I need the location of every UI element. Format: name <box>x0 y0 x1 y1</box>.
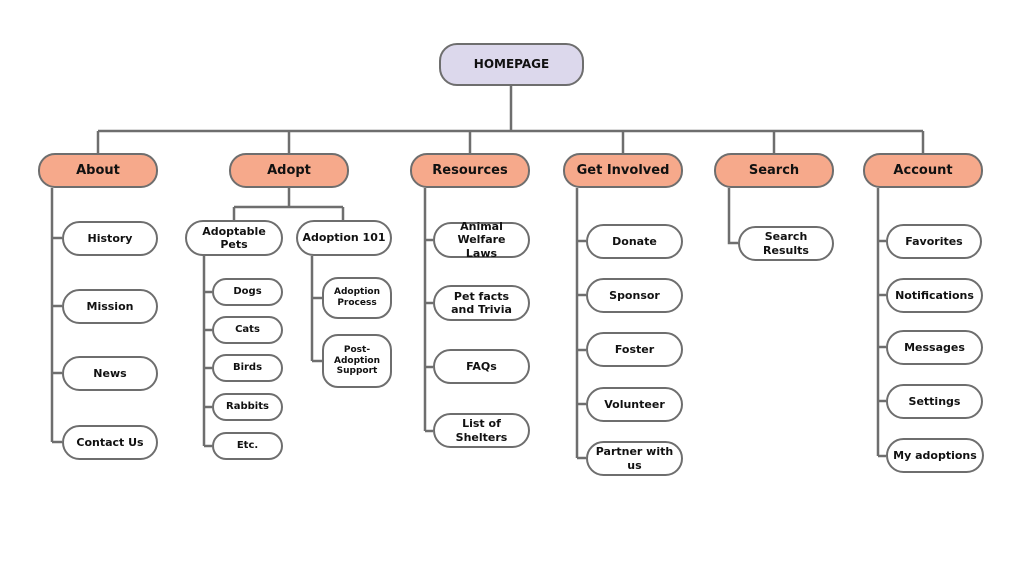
search-node: Search <box>714 153 834 188</box>
resources-item-list-of-shelters: List of Shelters <box>433 413 530 448</box>
homepage-node: HOMEPAGE <box>439 43 584 86</box>
get-involved-item-volunteer: Volunteer <box>586 387 683 422</box>
get-involved-item-sponsor: Sponsor <box>586 278 683 313</box>
about-node: About <box>38 153 158 188</box>
resources-item-animal-welfare-laws: Animal Welfare Laws <box>433 220 530 260</box>
adoption-101-item-process: Adoption Process <box>322 277 392 319</box>
adopt-item-adoption-101: Adoption 101 <box>296 220 392 256</box>
adoption-101-item-post-adoption-support: Post-Adoption Support <box>322 334 392 388</box>
adopt-node: Adopt <box>229 153 349 188</box>
pets-item-dogs: Dogs <box>212 278 283 306</box>
account-item-favorites: Favorites <box>886 224 982 259</box>
pets-item-rabbits: Rabbits <box>212 393 283 421</box>
get-involved-item-partner-with-us: Partner with us <box>586 441 683 476</box>
resources-item-faqs: FAQs <box>433 349 530 384</box>
pets-item-cats: Cats <box>212 316 283 344</box>
account-node: Account <box>863 153 983 188</box>
get-involved-node: Get Involved <box>563 153 683 188</box>
connector-search-children <box>727 188 738 245</box>
adopt-item-adoptable-pets: Adoptable Pets <box>185 220 283 256</box>
pets-item-birds: Birds <box>212 354 283 382</box>
about-item-news: News <box>62 356 158 391</box>
account-item-settings: Settings <box>886 384 983 419</box>
about-item-history: History <box>62 221 158 256</box>
search-item-search-results: Search Results <box>738 226 834 261</box>
account-item-messages: Messages <box>886 330 983 365</box>
about-item-contact-us: Contact Us <box>62 425 158 460</box>
get-involved-item-donate: Donate <box>586 224 683 259</box>
account-item-notifications: Notifications <box>886 278 983 313</box>
connector-adopt-split <box>232 188 345 220</box>
resources-item-pet-facts-trivia: Pet facts and Trivia <box>433 285 530 321</box>
resources-node: Resources <box>410 153 530 188</box>
pets-item-etc: Etc. <box>212 432 283 460</box>
about-item-mission: Mission <box>62 289 158 324</box>
get-involved-item-foster: Foster <box>586 332 683 367</box>
account-item-my-adoptions: My adoptions <box>886 438 984 473</box>
